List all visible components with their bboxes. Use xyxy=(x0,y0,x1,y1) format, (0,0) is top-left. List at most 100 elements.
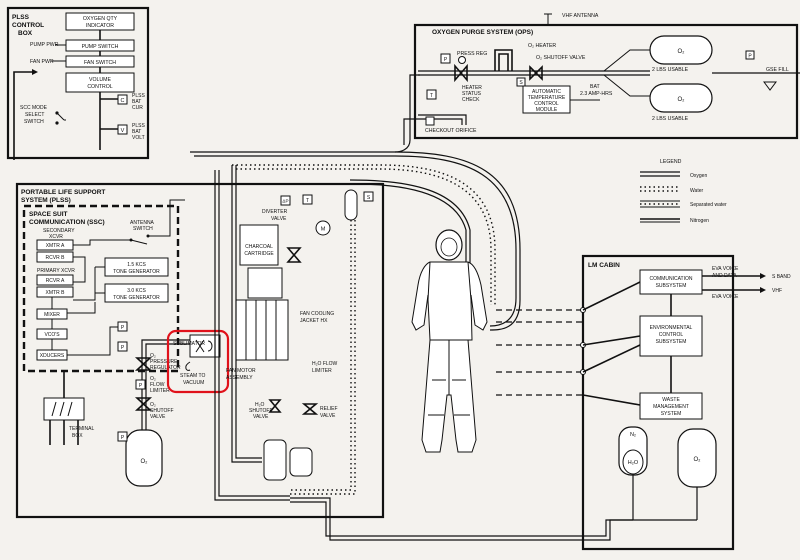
astronaut-figure xyxy=(411,229,488,453)
plss-p-sensor-3-label: P xyxy=(139,383,143,389)
legend-item-nitrogen-label: Nitrogen xyxy=(690,218,709,224)
s-band-label: S BAND xyxy=(772,274,791,280)
fan-switch-label: FAN SWITCH xyxy=(84,60,116,66)
lm-cabin: LM CABIN COMMUNICATION SUBSYSTEM EVA VOI… xyxy=(581,254,791,551)
xducers-label: XDUCERS xyxy=(40,353,65,359)
fan-cooling-jacket-line2: JACKET HX xyxy=(300,318,328,324)
legend-item-separated-water: Separated water xyxy=(640,200,727,208)
o2-pressure-reg-line3: REGULATOR xyxy=(150,365,181,371)
ops-s-sensor-label: S xyxy=(519,80,523,86)
plss-control-box-title-line3: BOX xyxy=(18,30,33,37)
relief-valve-line1: RELIEF xyxy=(320,406,338,412)
plss-bat-cur-line2: BAT xyxy=(132,99,141,105)
ecs-line2: CONTROL xyxy=(659,332,684,338)
ops-tank-lower-label: O₂ xyxy=(678,97,686,103)
control-wiring xyxy=(13,30,118,160)
volume-control-label-line2: CONTROL xyxy=(87,84,112,90)
gse-p-sensor-label: P xyxy=(748,54,752,60)
legend-item-water-label: Water xyxy=(690,188,703,194)
lm-cabin-frame xyxy=(581,254,735,551)
plss-p-sensor-2 xyxy=(117,341,128,352)
plss-p-sensor-label: P xyxy=(121,325,125,331)
press-reg-label: PRESS REG xyxy=(457,51,487,57)
plss-dp-sensor-label: ΔP xyxy=(282,199,288,204)
plss-bat-volt-line1: PLSS xyxy=(132,123,145,129)
fan-cooling-jacket-line1: FAN COOLING xyxy=(300,311,334,317)
oxygen-qty-label-line1: OXYGEN QTY xyxy=(83,16,118,22)
diverter-valve-line2: VALVE xyxy=(271,216,287,222)
xmtr-b-box xyxy=(36,286,74,298)
h2o-flow-limiter-line1: H₂O FLOW xyxy=(312,361,338,367)
terminal-box-line1: TERMINAL xyxy=(69,426,95,432)
h2o-shutoff-line3: VALVE xyxy=(253,414,269,420)
legend-item-water: Water xyxy=(640,186,703,194)
comm-subsystem-line1: COMMUNICATION xyxy=(650,276,693,282)
ops-shutoff-valve-label: O₂ SHUTOFF VALVE xyxy=(536,55,586,61)
heater-status-line1: HEATER xyxy=(462,85,482,91)
plss-p-sensor-4-label: P xyxy=(121,435,125,441)
waste-line1: WASTE xyxy=(662,397,680,403)
plss-o2-tank xyxy=(125,429,163,487)
bat-volt-meter-letter: V xyxy=(121,128,125,134)
plss-p-sensor-4 xyxy=(117,431,128,442)
diverter-valve-line1: DIVERTER xyxy=(262,209,288,215)
plss-title-line2: SYSTEM (PLSS) xyxy=(21,197,71,204)
suit-to-lm-lines xyxy=(290,281,697,541)
heater-status-line3: CHECK xyxy=(462,97,480,103)
sublimator-label: SUBLIMATOR xyxy=(173,341,205,347)
water-pump-housing xyxy=(263,439,287,481)
waste-management-system xyxy=(639,392,703,420)
water-accumulator xyxy=(344,189,358,221)
secondary-xcvr-line2: XCVR xyxy=(49,234,63,240)
relief-valve-line2: VALVE xyxy=(320,413,336,419)
o2-pressure-reg-line2: PRESSURE xyxy=(150,359,178,365)
lm-cabin-title: LM CABIN xyxy=(588,262,620,269)
volume-control-label-line1: VOLUME xyxy=(89,77,111,83)
secondary-xcvr-line1: SECONDARY xyxy=(43,228,75,234)
steam-to-vacuum-line2: VACUUM xyxy=(183,380,204,386)
plss-s-sensor-label: S xyxy=(367,195,371,201)
plss-p-sensor xyxy=(117,321,128,332)
plss-t-sensor xyxy=(302,194,313,205)
legend: LEGEND Oxygen Water Separated water Nitr… xyxy=(640,159,727,224)
ops-tank-upper-usable: 2 LBS USABLE xyxy=(652,67,689,73)
sublimator-unit xyxy=(189,334,221,358)
o2-heater-label: O₂ HEATER xyxy=(528,43,556,49)
plss-bat-cur-line1: PLSS xyxy=(132,93,145,99)
plss-control-box-frame xyxy=(6,6,150,160)
rcvr-a-box xyxy=(36,274,74,286)
mixer-label: MIXER xyxy=(44,312,60,318)
plss-s-sensor xyxy=(363,191,374,202)
scc-mode-line2: SELECT xyxy=(25,112,44,118)
ssc-frame xyxy=(22,204,180,373)
fan-pwr-label: FAN PWR xyxy=(30,59,54,65)
charcoal-cartridge-line1: CHARCOAL xyxy=(245,244,273,250)
o2-flow-limiter-line3: LIMITER xyxy=(150,388,170,394)
communication-subsystem xyxy=(639,269,703,295)
gse-p-sensor xyxy=(745,50,755,60)
vcos-label: VCO'S xyxy=(44,332,60,338)
n2-tank-label: N₂ xyxy=(630,432,636,438)
tone-30-line1: 3.0 KCS xyxy=(127,288,146,294)
water-separator xyxy=(289,447,313,477)
ops-title: OXYGEN PURGE SYSTEM (OPS) xyxy=(432,29,533,36)
antenna-switch-line2: SWITCH xyxy=(133,226,153,232)
fan-motor-line2: ASSEMBLY xyxy=(226,375,253,381)
plss-bat-cur-line3: CUR xyxy=(132,105,143,111)
antenna-switch-line1: ANTENNA xyxy=(130,220,155,226)
heater-status-line2: STATUS xyxy=(462,91,482,97)
fan-cooling-unit xyxy=(247,267,283,299)
charcoal-cartridge-line2: CARTRIDGE xyxy=(244,251,274,257)
pump-switch-label: PUMP SWITCH xyxy=(82,44,119,50)
ops-p-sensor xyxy=(440,53,451,64)
plss-t-sensor-label: T xyxy=(306,198,309,204)
ops-tank-upper-label: O₂ xyxy=(678,49,686,55)
tone-30-line2: TONE GENERATOR xyxy=(113,295,160,301)
legend-title: LEGEND xyxy=(660,159,682,165)
gse-fill-label: GSE FILL xyxy=(766,67,789,73)
o2-flow-limiter-line1: O₂ xyxy=(150,376,156,382)
o2-shutoff-valve-line3: VALVE xyxy=(150,414,166,420)
plss-control-box-title-line1: PLSS xyxy=(12,14,30,21)
